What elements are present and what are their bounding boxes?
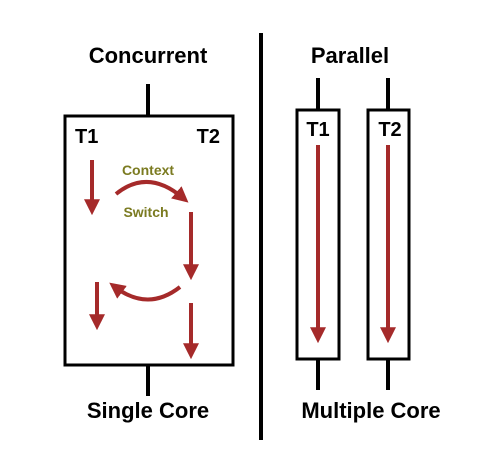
- parallel-thread-2-label: T2: [378, 119, 401, 141]
- parallel-footer: Multiple Core: [301, 398, 440, 423]
- concurrent-thread-2-label: T2: [197, 126, 220, 148]
- single-core-box: [63, 114, 235, 367]
- context-switch-t1-to-t2-arrow: [114, 179, 189, 203]
- concurrent-title: Concurrent: [89, 43, 208, 68]
- context-switch-label-line-1: Context: [122, 162, 174, 178]
- context-switch-label-line-2: Switch: [123, 204, 168, 220]
- parallel-thread-1-label: T1: [306, 119, 329, 141]
- context-switch-t2-to-t1-arrow: [109, 282, 182, 302]
- parallel-title: Parallel: [311, 43, 389, 68]
- concurrent-thread-1-label: T1: [75, 126, 98, 148]
- concurrent-footer: Single Core: [87, 398, 209, 423]
